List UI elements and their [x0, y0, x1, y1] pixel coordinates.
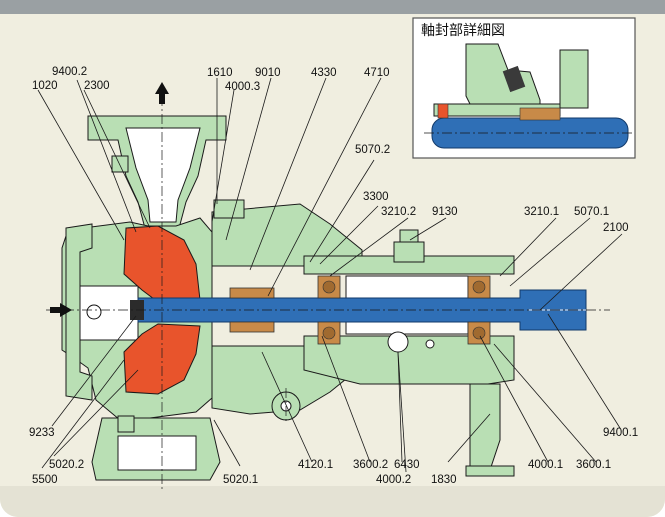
- shaft: [130, 289, 587, 331]
- label-3210-1: 3210.1: [524, 206, 559, 218]
- panel-footer-band: [0, 486, 665, 517]
- label-3600-1: 3600.1: [576, 459, 611, 471]
- label-5020-1: 5020.1: [223, 474, 258, 486]
- label-5070-2: 5070.2: [355, 144, 390, 156]
- outlet-arrow-icon: [155, 82, 169, 104]
- bolts: [111, 155, 435, 433]
- label-9233: 9233: [29, 427, 55, 439]
- label-4710: 4710: [364, 67, 390, 79]
- label-3600-2: 3600.2: [353, 459, 388, 471]
- label-6430: 6430: [394, 459, 420, 471]
- label-9400-2: 9400.2: [52, 66, 87, 78]
- label-4000-1: 4000.1: [528, 459, 563, 471]
- label-5020-2: 5020.2: [49, 459, 84, 471]
- inset-title: 軸封部詳細図: [421, 23, 505, 39]
- label-2100: 2100: [603, 222, 629, 234]
- header-bar: [0, 0, 665, 14]
- label-9400-1: 9400.1: [603, 427, 638, 439]
- leader-lines: [37, 77, 623, 473]
- label-4000-3: 4000.3: [225, 81, 260, 93]
- part-labels: 9400.2 1020 2300 1610 9010 4330 4710 400…: [29, 66, 638, 486]
- label-3210-2: 3210.2: [381, 206, 416, 218]
- label-4120-1: 4120.1: [298, 459, 333, 471]
- label-3300: 3300: [363, 191, 389, 203]
- label-2300: 2300: [84, 80, 110, 92]
- label-5500: 5500: [32, 474, 58, 486]
- label-1610: 1610: [207, 67, 233, 79]
- label-9010: 9010: [255, 67, 281, 79]
- bearing-bracket: [211, 203, 515, 477]
- seal-detail-inset: [412, 17, 636, 159]
- bearings: [229, 275, 491, 345]
- label-1020: 1020: [32, 80, 58, 92]
- label-1830: 1830: [431, 474, 457, 486]
- inlet-arrow-icon: [50, 303, 72, 317]
- label-5070-1: 5070.1: [574, 206, 609, 218]
- label-4000-2: 4000.2: [376, 474, 411, 486]
- label-4330: 4330: [311, 67, 337, 79]
- label-9130: 9130: [432, 206, 458, 218]
